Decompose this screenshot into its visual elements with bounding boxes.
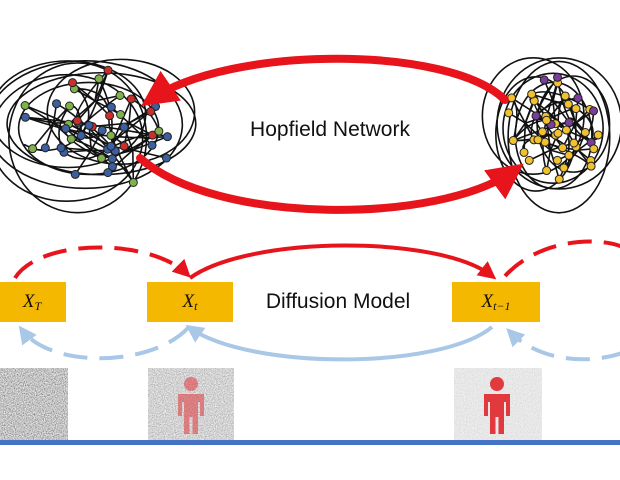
hopfield-network-right xyxy=(481,57,620,214)
dashed-arrow-to-xt xyxy=(13,245,191,280)
noise-image-xT xyxy=(0,368,68,442)
hopfield-network-left xyxy=(0,58,197,214)
person-icon xyxy=(484,377,510,434)
state-subscript: T xyxy=(34,298,42,313)
state-symbol: X xyxy=(22,291,35,312)
hopfield-network-label: Hopfield Network xyxy=(250,118,410,141)
hopfield-arrow-bottom xyxy=(136,154,524,214)
forward-arrow-xt-to-xt1 xyxy=(188,243,497,280)
diffusion-model-label: Diffusion Model xyxy=(265,290,411,313)
state-symbol: X xyxy=(182,291,195,312)
dashed-arrow-to-xT xyxy=(18,325,190,361)
dashed-arrow-to-xt1 xyxy=(506,328,620,362)
state-subscript: t xyxy=(194,298,198,313)
baseline xyxy=(0,440,620,445)
person-icon-faded xyxy=(178,377,204,434)
dashed-arrow-from-xt1 xyxy=(503,239,620,278)
state-symbol: X xyxy=(481,291,494,312)
hopfield-arrow-top xyxy=(141,54,509,107)
reverse-arrow-xt1-to-xt xyxy=(185,324,494,362)
state-subscript: t−1 xyxy=(493,298,511,313)
